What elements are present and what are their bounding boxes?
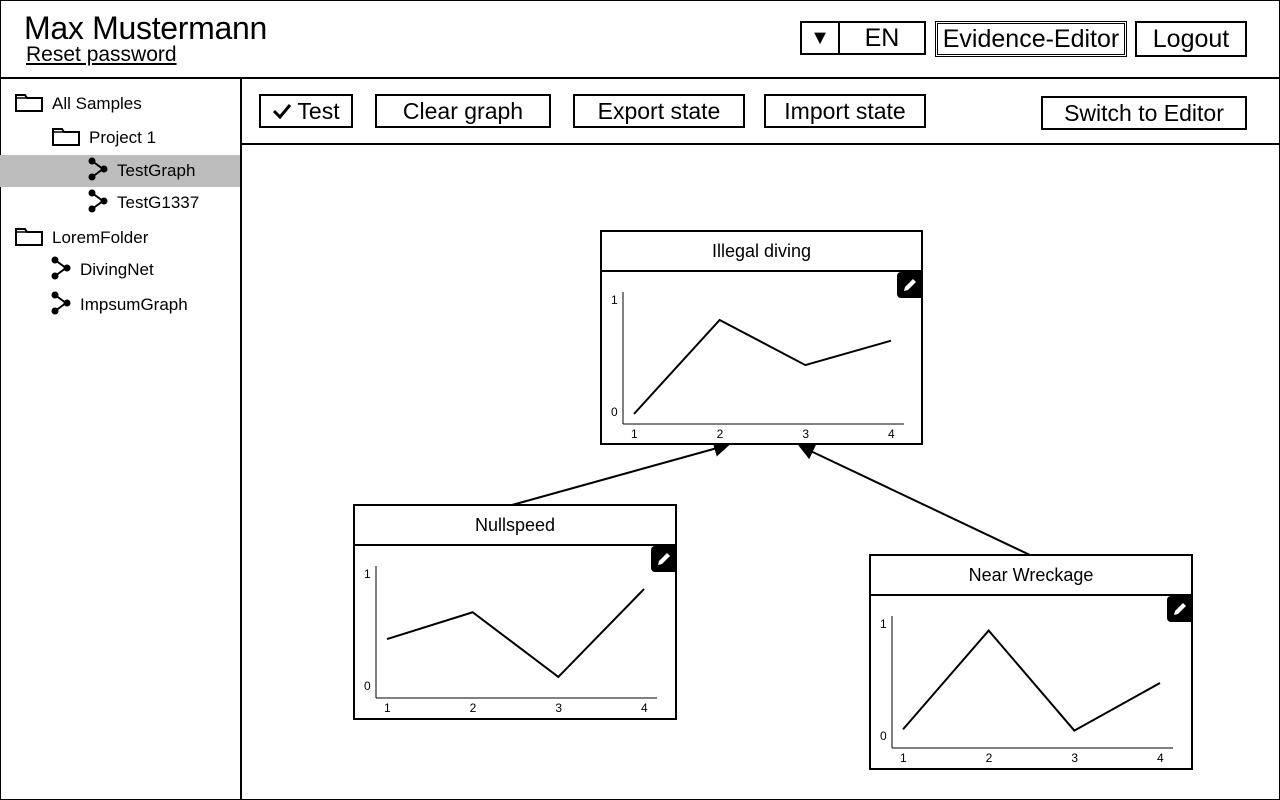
y-tick-label: 0 <box>364 679 371 693</box>
sidebar-item-project-1[interactable]: Project 1 <box>51 122 156 154</box>
user-name: Max Mustermann <box>24 10 267 46</box>
edge-nullspeed-to-illegal-diving <box>511 441 730 506</box>
folder-icon <box>14 225 44 252</box>
sidebar-item-label: ImpsumGraph <box>80 295 188 314</box>
clear-graph-button[interactable]: Clear graph <box>375 94 551 128</box>
sidebar-item-label: Project 1 <box>89 128 157 147</box>
evidence-editor-button[interactable]: Evidence-Editor <box>935 21 1127 57</box>
series-line <box>386 588 645 679</box>
y-tick-label: 0 <box>611 405 618 419</box>
header: Max Mustermann Reset password ▼ EN Evide… <box>0 0 1280 79</box>
y-tick-label: 1 <box>880 617 887 631</box>
x-tick-label: 1 <box>900 751 907 765</box>
sidebar-tree: All Samples Project 1 TestGraph TestG133… <box>0 79 242 800</box>
y-tick-label: 0 <box>880 729 887 743</box>
sidebar-item-impsumgraph[interactable]: ImpsumGraph <box>50 289 188 321</box>
folder-icon <box>51 125 81 152</box>
edge-near-wreckage-to-illegal-diving <box>798 444 1031 556</box>
node-title: Nullspeed <box>355 506 675 546</box>
sidebar-item-divingnet[interactable]: DivingNet <box>50 254 154 286</box>
edit-pencil-icon[interactable] <box>651 546 677 572</box>
x-tick-label: 3 <box>802 427 809 441</box>
x-tick-label: 2 <box>470 701 477 715</box>
edit-pencil-icon[interactable] <box>897 272 923 298</box>
sidebar-item-label: DivingNet <box>80 260 154 279</box>
x-tick-label: 1 <box>631 427 638 441</box>
graph-icon <box>50 291 72 320</box>
sidebar-item-label: TestG1337 <box>117 193 200 212</box>
series-line <box>633 318 892 415</box>
sidebar-item-testg1337[interactable]: TestG1337 <box>87 187 199 219</box>
export-state-button[interactable]: Export state <box>573 94 745 128</box>
x-tick-label: 1 <box>384 701 391 715</box>
x-tick-label: 3 <box>555 701 562 715</box>
checkmark-icon <box>272 102 292 120</box>
graph-icon <box>87 189 109 218</box>
graph-edges <box>511 441 1031 556</box>
node-title: Near Wreckage <box>871 556 1191 596</box>
language-select[interactable]: ▼ EN <box>800 21 926 55</box>
sidebar-item-loremfolder[interactable]: LoremFolder <box>14 222 148 254</box>
sidebar-item-label: All Samples <box>52 94 142 113</box>
logout-button[interactable]: Logout <box>1135 21 1247 57</box>
sidebar-item-all-samples[interactable]: All Samples <box>14 88 142 120</box>
sidebar-item-testgraph[interactable]: TestGraph <box>0 155 240 187</box>
x-tick-label: 4 <box>1157 751 1164 765</box>
test-label: Test <box>297 97 340 124</box>
toolbar: Test Clear graph Export state Import sta… <box>242 79 1280 145</box>
x-tick-label: 4 <box>888 427 895 441</box>
test-toggle-button[interactable]: Test <box>259 94 353 128</box>
y-tick-label: 1 <box>611 293 618 307</box>
sidebar-item-label: LoremFolder <box>52 228 149 247</box>
sidebar-item-label: TestGraph <box>117 161 196 180</box>
switch-to-editor-button[interactable]: Switch to Editor <box>1041 96 1247 130</box>
graph-icon <box>87 157 109 186</box>
node-title: Illegal diving <box>602 232 921 272</box>
import-state-button[interactable]: Import state <box>764 94 926 128</box>
dropdown-arrow-icon[interactable]: ▼ <box>802 23 840 53</box>
x-tick-label: 2 <box>986 751 993 765</box>
graph-icon <box>50 256 72 285</box>
x-tick-label: 3 <box>1071 751 1078 765</box>
folder-icon <box>14 91 44 118</box>
y-tick-label: 1 <box>364 567 371 581</box>
reset-password-link[interactable]: Reset password <box>26 43 177 66</box>
series-line <box>902 629 1161 732</box>
x-tick-label: 4 <box>641 701 648 715</box>
x-tick-label: 2 <box>717 427 724 441</box>
edit-pencil-icon[interactable] <box>1167 596 1193 622</box>
language-value: EN <box>864 23 900 52</box>
